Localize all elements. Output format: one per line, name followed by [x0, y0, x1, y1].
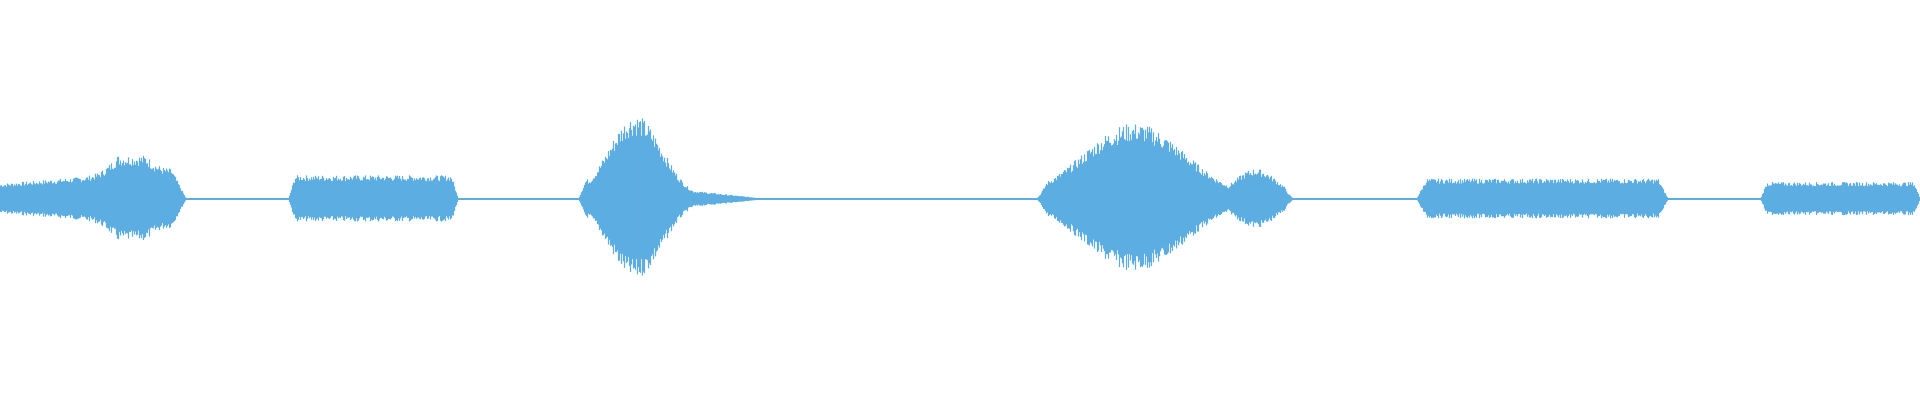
- waveform-bars: [0, 118, 1920, 276]
